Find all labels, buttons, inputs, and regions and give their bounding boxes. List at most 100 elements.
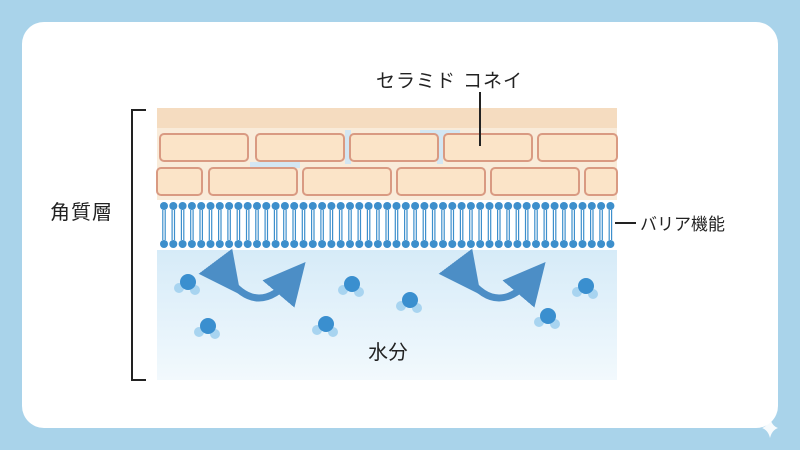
water-molecule-icon <box>194 318 220 339</box>
lipid-tail <box>394 210 399 240</box>
lipid-head <box>225 240 234 248</box>
lipid-tail <box>320 210 324 240</box>
lipid-head <box>299 202 308 210</box>
lipid-head <box>401 240 410 248</box>
lipid-head <box>318 240 327 248</box>
lipid-head <box>346 202 354 210</box>
lipid-tail <box>338 210 343 240</box>
lipid-tail <box>431 210 436 240</box>
lipid-tail <box>283 210 287 240</box>
lipid-head <box>485 202 494 210</box>
lipid-tail <box>357 210 362 240</box>
water-molecule-icon <box>174 274 200 295</box>
lipid-head <box>234 240 243 248</box>
lipid-head <box>290 202 299 210</box>
lipid-tail <box>329 210 334 240</box>
lipid-head <box>336 240 345 248</box>
lipid-head <box>439 202 447 210</box>
lipid-tail <box>422 210 427 240</box>
lipid-head <box>206 202 215 210</box>
lipid-head <box>299 240 308 248</box>
lipid-tail <box>292 210 296 240</box>
lipid-head <box>541 240 550 248</box>
lipid-head <box>550 240 559 248</box>
lipid-tail <box>311 210 315 240</box>
moisture-flow-arrows <box>198 248 546 308</box>
water-molecule-icon <box>396 292 422 313</box>
lipid-head <box>429 240 438 248</box>
lipid-head <box>373 240 382 248</box>
lipid-tail <box>571 210 575 240</box>
lipid-tail <box>590 210 594 240</box>
ceramide-label: セラミド コネイ <box>376 70 524 92</box>
lipid-tail <box>599 210 603 240</box>
lipid-head <box>318 202 327 210</box>
lipid-tail <box>524 210 529 240</box>
lipid-head <box>411 202 420 210</box>
lipid-tail <box>264 210 269 240</box>
lipid-head <box>169 240 178 248</box>
barrier-function-label: バリア機能 <box>640 215 725 235</box>
lipid-head <box>476 240 485 248</box>
lipid-head <box>253 240 261 248</box>
lipid-head <box>197 240 206 248</box>
lipid-tail <box>497 210 501 240</box>
lipid-head <box>383 240 392 248</box>
lipid-tail <box>273 210 278 240</box>
lipid-head <box>225 202 234 210</box>
lipid-head <box>364 202 373 210</box>
lipid-head <box>290 240 299 248</box>
lipid-head <box>280 202 289 210</box>
lipid-head <box>457 202 466 210</box>
lipid-head <box>606 240 615 248</box>
lipid-tail <box>199 210 203 240</box>
lipid-head <box>504 240 513 248</box>
lipid-head <box>401 202 410 210</box>
lipid-tail <box>608 210 613 240</box>
lipid-head <box>494 240 503 248</box>
lipid-head <box>559 202 568 210</box>
lipid-head <box>513 240 522 248</box>
lipid-head <box>532 202 540 210</box>
lipid-head <box>178 202 187 210</box>
lipid-head <box>243 202 252 210</box>
lipid-head <box>494 202 503 210</box>
lipid-tail <box>469 210 473 240</box>
lipid-tail <box>506 210 510 240</box>
lipid-head <box>271 202 280 210</box>
lipid-head <box>327 202 336 210</box>
ceramide-gaps <box>250 130 460 168</box>
curved-double-arrow-icon <box>198 248 306 308</box>
lipid-tail <box>543 210 548 240</box>
lipid-head <box>541 202 550 210</box>
lipid-head <box>355 240 364 248</box>
lipid-head <box>485 240 494 248</box>
lipid-tail <box>366 210 371 240</box>
lipid-tail <box>552 210 557 240</box>
lipid-tail <box>562 210 566 240</box>
lipid-head <box>234 202 243 210</box>
lipid-head <box>160 202 168 210</box>
lipid-head <box>439 240 447 248</box>
lipid-head <box>513 202 522 210</box>
water-molecules <box>174 274 598 339</box>
lipid-tail <box>487 210 492 240</box>
sparkle-icon <box>762 418 778 438</box>
lipid-head <box>448 240 457 248</box>
water-molecule-icon <box>534 308 560 329</box>
lipid-tail <box>180 210 185 240</box>
lipid-head <box>169 202 178 210</box>
lipid-head <box>308 202 317 210</box>
curved-double-arrow-icon <box>438 248 546 308</box>
lipid-tail <box>385 210 389 240</box>
lipid-head <box>392 240 401 248</box>
lipid-head <box>597 202 606 210</box>
lipid-tail <box>348 210 352 240</box>
cells-row-bottom <box>156 167 618 196</box>
lipid-tail <box>255 210 259 240</box>
lipid-head <box>411 240 420 248</box>
lipid-head <box>178 240 187 248</box>
lipid-head <box>532 240 540 248</box>
lipid-head <box>606 202 615 210</box>
